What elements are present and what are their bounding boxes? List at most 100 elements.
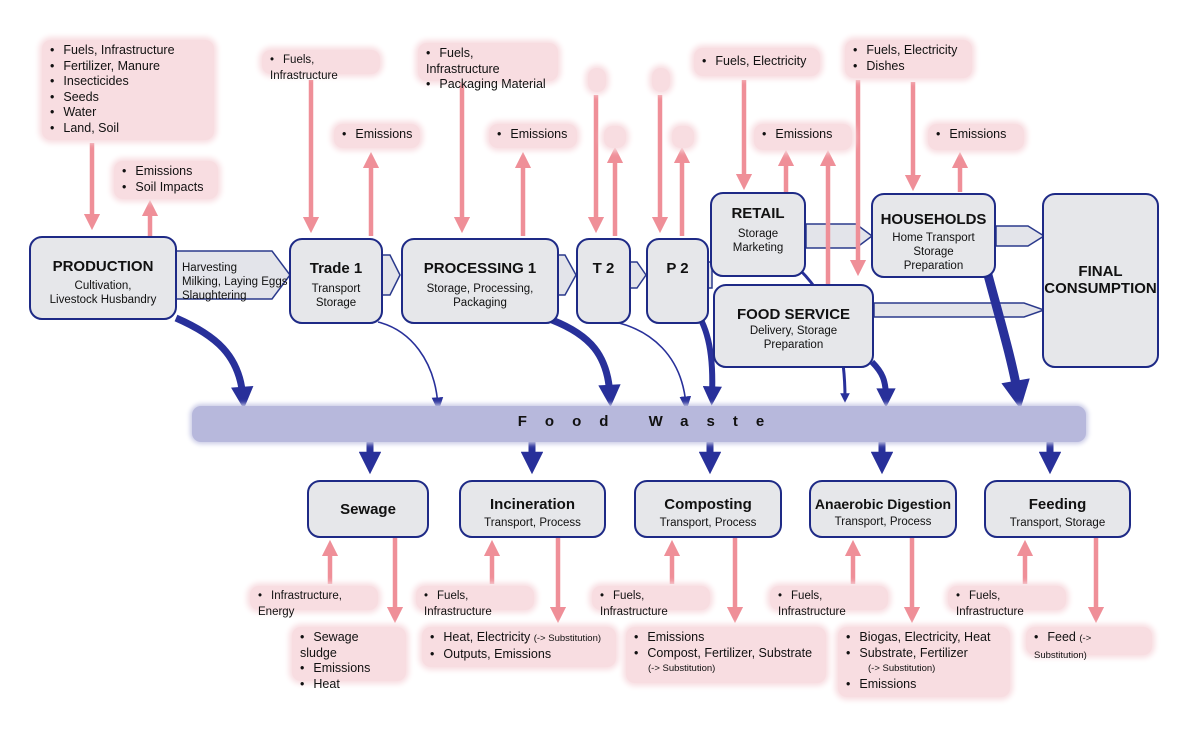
final-title-2: CONSUMPTION: [1044, 280, 1157, 297]
food-service-box: FOOD SERVICE Delivery, Storage Preparati…: [713, 284, 874, 368]
retail-sub1: Storage: [737, 228, 779, 240]
incineration-sub: Transport, Process: [484, 517, 581, 529]
production-box: PRODUCTION Cultivation, Livestock Husban…: [29, 236, 177, 320]
anaerobic-outputs-note: Biogas, Electricity, Heat Substrate, Fer…: [838, 627, 1010, 697]
feeding-box: Feeding Transport, Storage: [984, 480, 1131, 538]
trade1-input-1: Fuels, Infrastructure: [270, 53, 372, 84]
processing1-output-1: Emissions: [497, 127, 569, 143]
households-title: HOUSEHOLDS: [880, 211, 987, 228]
sewage-input-note: Infrastructure, Energy: [250, 586, 378, 618]
composting-title: Composting: [664, 496, 752, 513]
retail-title: RETAIL: [731, 205, 785, 222]
p2-box: P 2: [646, 238, 709, 324]
retail-box: RETAIL Storage Marketing: [710, 192, 806, 277]
composting-output-2-note: (-> Substitution): [648, 663, 716, 674]
treatment-arrows: [358, 442, 1062, 475]
trade1-sub1: Transport: [311, 283, 361, 295]
waste-arrow-foodservice: [869, 359, 896, 408]
households-outputs-note: Emissions: [928, 124, 1024, 150]
production-input-5: Water: [50, 105, 206, 121]
waste-flow-arrows: [174, 268, 1030, 412]
lower-input-output-arrows: [321, 538, 1105, 624]
production-sub1: Cultivation,: [74, 280, 132, 292]
production-inputs-note: Fuels, Infrastructure Fertilizer, Manure…: [42, 40, 214, 140]
connector-retail-households: [805, 223, 874, 249]
anaerobic-output-1: Biogas, Electricity, Heat: [846, 630, 1002, 646]
sewage-input: Infrastructure, Energy: [258, 589, 370, 620]
processing1-outputs-note: Emissions: [489, 124, 577, 148]
processing1-sub2: Packaging: [453, 297, 507, 309]
households-sub1: Home Transport: [892, 232, 975, 244]
sewage-output-2: Emissions: [300, 661, 398, 677]
composting-input: Fuels, Infrastructure: [600, 589, 702, 620]
composting-sub: Transport, Process: [659, 517, 757, 529]
p2-inputs-note: [652, 68, 670, 92]
p2-outputs-note: [672, 126, 694, 148]
food-service-sub1: Delivery, Storage: [749, 325, 838, 337]
households-input-2: Dishes: [853, 59, 964, 75]
t2-box: T 2: [576, 238, 631, 324]
t2-title: T 2: [592, 260, 615, 277]
connector-households-final: [995, 225, 1046, 247]
composting-box: Composting Transport, Process: [634, 480, 782, 538]
anaerobic-output-2-note: (-> Substitution): [868, 663, 936, 674]
feeding-input: Fuels, Infrastructure: [956, 589, 1058, 620]
composting-outputs-note: Emissions Compost, Fertilizer, Substrate…: [626, 627, 826, 683]
sewage-output-3: Heat: [300, 677, 398, 693]
retail-inputs-note: Fuels, Electricity: [694, 48, 820, 76]
production-output-1: Emissions: [122, 164, 210, 180]
sewage-box: Sewage: [307, 480, 429, 538]
waste-arrow-t2: [614, 321, 692, 411]
food-service-title: FOOD SERVICE: [736, 306, 851, 323]
p2-title: P 2: [666, 260, 689, 277]
processing1-box: PROCESSING 1 Storage, Processing, Packag…: [401, 238, 559, 324]
anaerobic-title: Anaerobic Digestion: [814, 496, 952, 512]
trade1-output-1: Emissions: [342, 127, 412, 143]
feeding-input-note: Fuels, Infrastructure: [948, 586, 1066, 618]
feeding-output-1-text: Feed: [1047, 630, 1076, 644]
connector-processing1-t2: [557, 254, 577, 296]
households-sub3: Preparation: [903, 260, 964, 272]
t2-inputs-note: [588, 68, 606, 92]
food-service-sub2: Preparation: [763, 339, 824, 351]
anaerobic-box: Anaerobic Digestion Transport, Process: [809, 480, 957, 538]
waste-arrow-p2: [697, 316, 722, 406]
households-sub2: Storage: [913, 246, 954, 258]
production-outputs-note: Emissions Soil Impacts: [114, 161, 218, 199]
anaerobic-input: Fuels, Infrastructure: [778, 589, 880, 620]
sewage-outputs-note: Sewage sludge Emissions Heat: [292, 627, 406, 691]
final-title-1: FINAL: [1078, 263, 1123, 280]
food-waste-label: Food Waste: [517, 413, 783, 430]
trade1-box: Trade 1 Transport Storage: [289, 238, 383, 324]
retail-input-1: Fuels, Electricity: [702, 54, 812, 70]
production-input-2: Fertilizer, Manure: [50, 59, 206, 75]
upper-input-output-arrows: [83, 80, 969, 284]
processing1-sub1: Storage, Processing,: [426, 283, 534, 295]
anaerobic-output-3: Emissions: [846, 677, 1002, 693]
waste-arrow-processing1: [550, 316, 621, 408]
incineration-output-2: Outputs, Emissions: [430, 647, 608, 663]
sewage-output-1: Sewage sludge: [300, 630, 398, 661]
processing1-input-2: Packaging Material: [426, 77, 550, 93]
trade1-inputs-note: Fuels, Infrastructure: [262, 50, 380, 82]
incineration-outputs-note: Heat, Electricity (-> Substitution) Outp…: [422, 627, 616, 667]
anaerobic-output-2: Substrate, Fertilizer: [846, 646, 1002, 662]
feeding-output-1-note: (-> Substitution): [1034, 633, 1092, 661]
production-title: PRODUCTION: [52, 258, 154, 275]
composting-input-note: Fuels, Infrastructure: [592, 586, 710, 618]
sewage-title: Sewage: [340, 501, 396, 518]
connector-foodservice-final: [873, 302, 1047, 318]
retail-output-1: Emissions: [762, 127, 844, 143]
t2-outputs-note: [604, 126, 626, 148]
incineration-box: Incineration Transport, Process: [459, 480, 606, 538]
incineration-output-1-text: Heat, Electricity: [443, 630, 531, 644]
anaerobic-sub: Transport, Process: [834, 516, 932, 528]
composting-output-1: Emissions: [634, 630, 818, 646]
connector-t2-p2: [629, 261, 647, 289]
production-output-2: Soil Impacts: [122, 180, 210, 196]
households-output-1: Emissions: [936, 127, 1016, 143]
production-input-1: Fuels, Infrastructure: [50, 43, 206, 59]
incineration-title: Incineration: [489, 496, 575, 513]
waste-arrow-households: [983, 273, 1030, 410]
